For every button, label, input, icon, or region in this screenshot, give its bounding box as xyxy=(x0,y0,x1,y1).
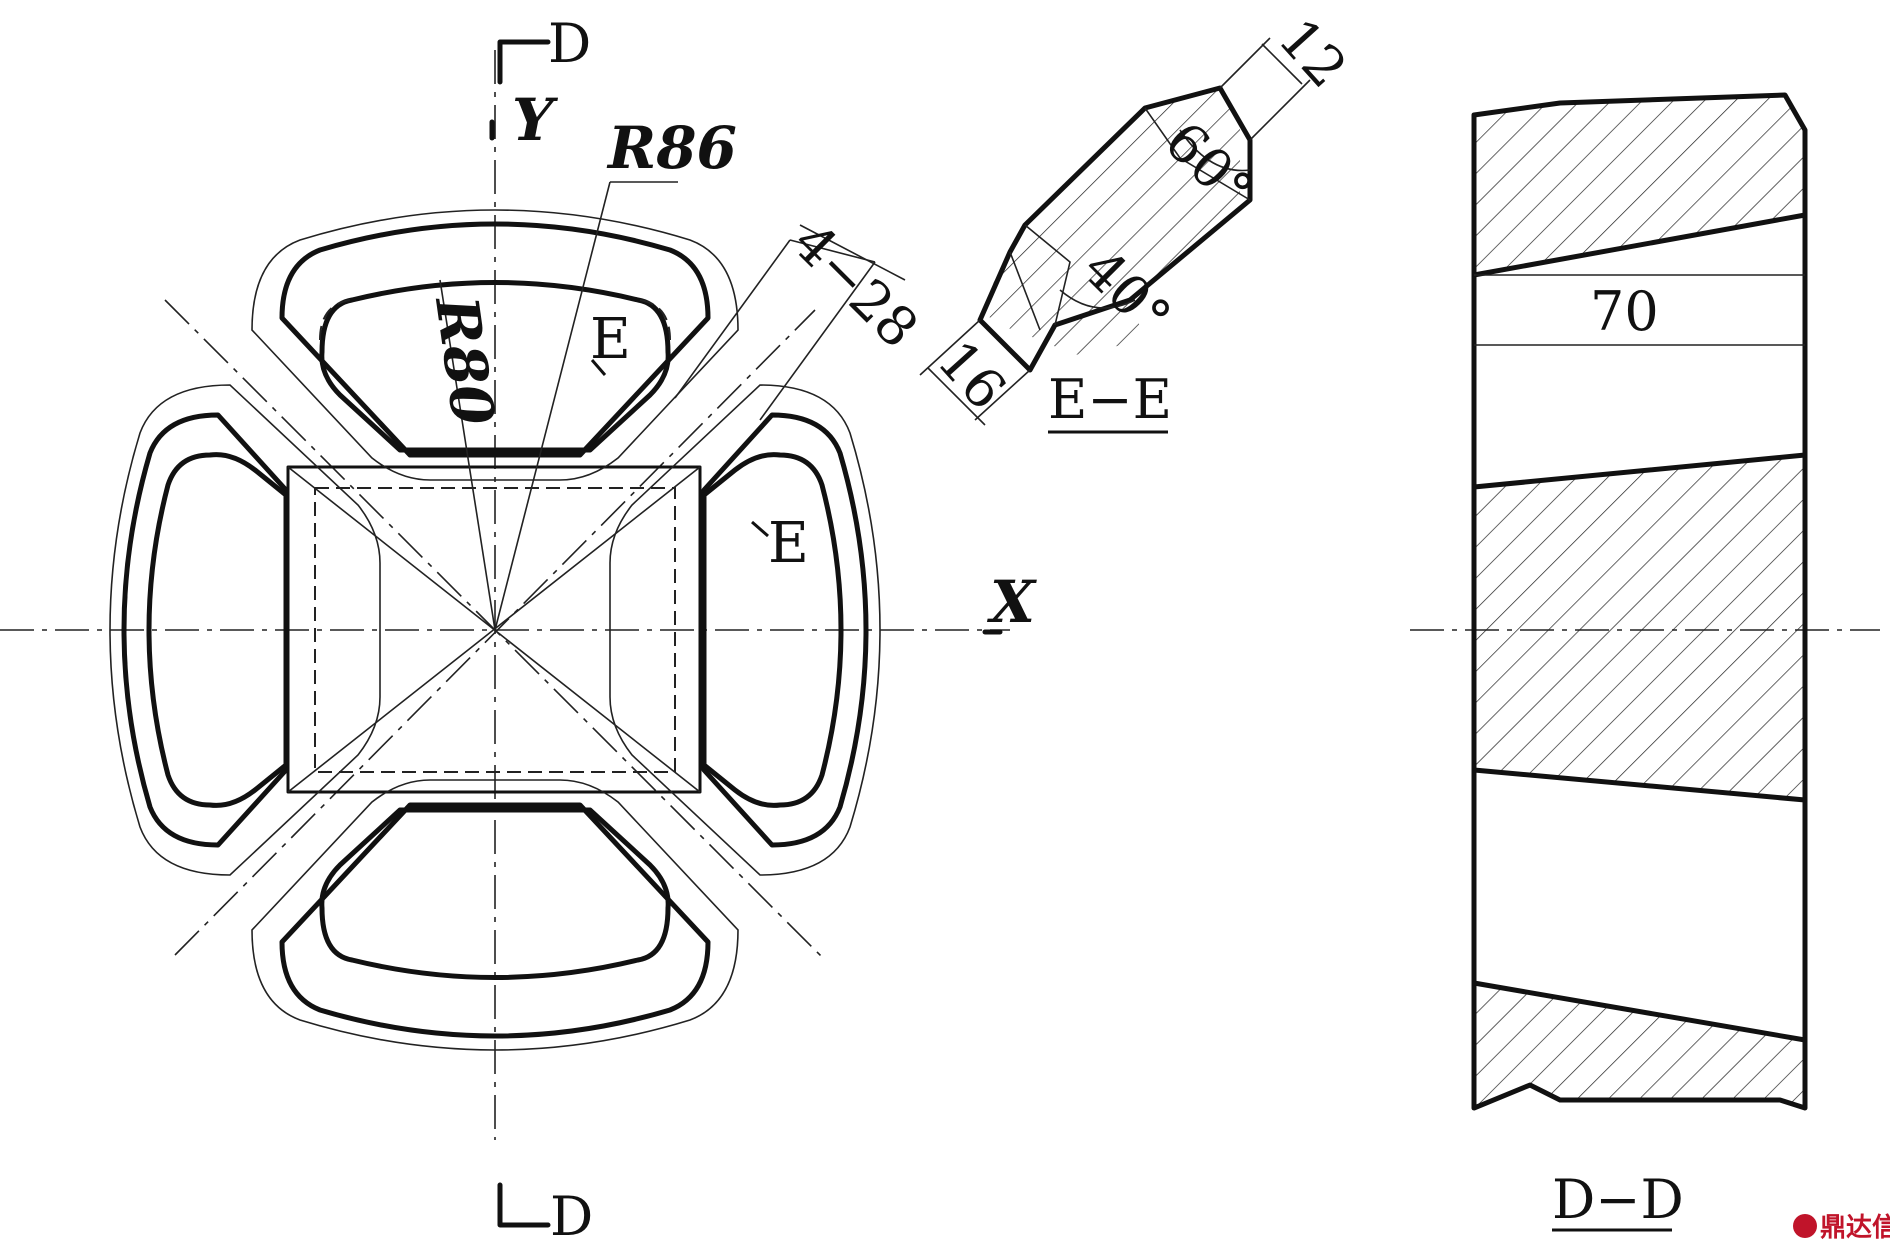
leader-r80 xyxy=(439,279,496,631)
section-d-slot-mid-2 xyxy=(1471,980,1808,1043)
center-block-hidden xyxy=(314,487,676,773)
watermark-logo: 鼎达信 xyxy=(1793,1213,1890,1243)
section-d-slot-top-1 xyxy=(1471,212,1808,278)
centerline-diagonal-2 xyxy=(174,309,816,956)
section-mark-bottom xyxy=(497,1182,551,1228)
label-section-top: D xyxy=(548,12,591,75)
label-axis-x: X xyxy=(986,568,1037,636)
dim-16-ext-2 xyxy=(974,369,1031,421)
section-e-profile-hatch xyxy=(980,88,1240,355)
label-e-top: E xyxy=(590,307,631,372)
section-d-slot-top-2 xyxy=(1471,452,1808,490)
label-section-e: E−E xyxy=(1048,368,1172,431)
section-mark-top xyxy=(489,39,551,141)
lobe-right xyxy=(609,384,881,876)
dim-16-ext-1 xyxy=(919,319,981,376)
section-d-slot-mid-1 xyxy=(1471,767,1808,803)
angle-arc-40 xyxy=(1059,289,1136,309)
leader-e-top xyxy=(590,359,607,376)
dim-12-line xyxy=(1261,43,1303,85)
angle-arc-60 xyxy=(1179,129,1251,172)
dim-16-line xyxy=(927,367,986,426)
lobe-top xyxy=(251,209,739,481)
label-section-bottom: D xyxy=(550,1185,593,1245)
label-dim-12: 12 xyxy=(1266,7,1359,100)
label-axis-y: Y xyxy=(512,86,559,154)
lobe-left xyxy=(109,384,381,876)
label-section-d: D−D xyxy=(1552,1168,1684,1231)
front-view xyxy=(0,39,1010,1228)
section-e-e-view xyxy=(919,37,1311,434)
label-r80: R80 xyxy=(422,291,508,430)
leader-e-right xyxy=(751,520,769,538)
label-r86: R86 xyxy=(606,114,737,182)
dim-slot-width xyxy=(674,224,906,421)
section-e-inner-1 xyxy=(1144,107,1251,201)
label-dim-70: 70 xyxy=(1590,280,1659,343)
dim-12-ext-1 xyxy=(1219,37,1271,89)
label-e-right: E xyxy=(768,511,809,576)
watermark-text: 鼎达信 xyxy=(1820,1213,1890,1243)
center-block-x-2 xyxy=(287,466,701,793)
dim-12-ext-2 xyxy=(1249,79,1311,141)
section-d-d-view xyxy=(1410,92,1880,1232)
lobe-bottom xyxy=(251,779,739,1051)
leader-r86 xyxy=(494,181,611,631)
section-e-inner-3 xyxy=(1009,251,1041,331)
section-d-outline xyxy=(1471,92,1808,1111)
section-e-inner-2 xyxy=(1024,224,1071,326)
label-slot-dim: 4−28 xyxy=(781,211,930,360)
